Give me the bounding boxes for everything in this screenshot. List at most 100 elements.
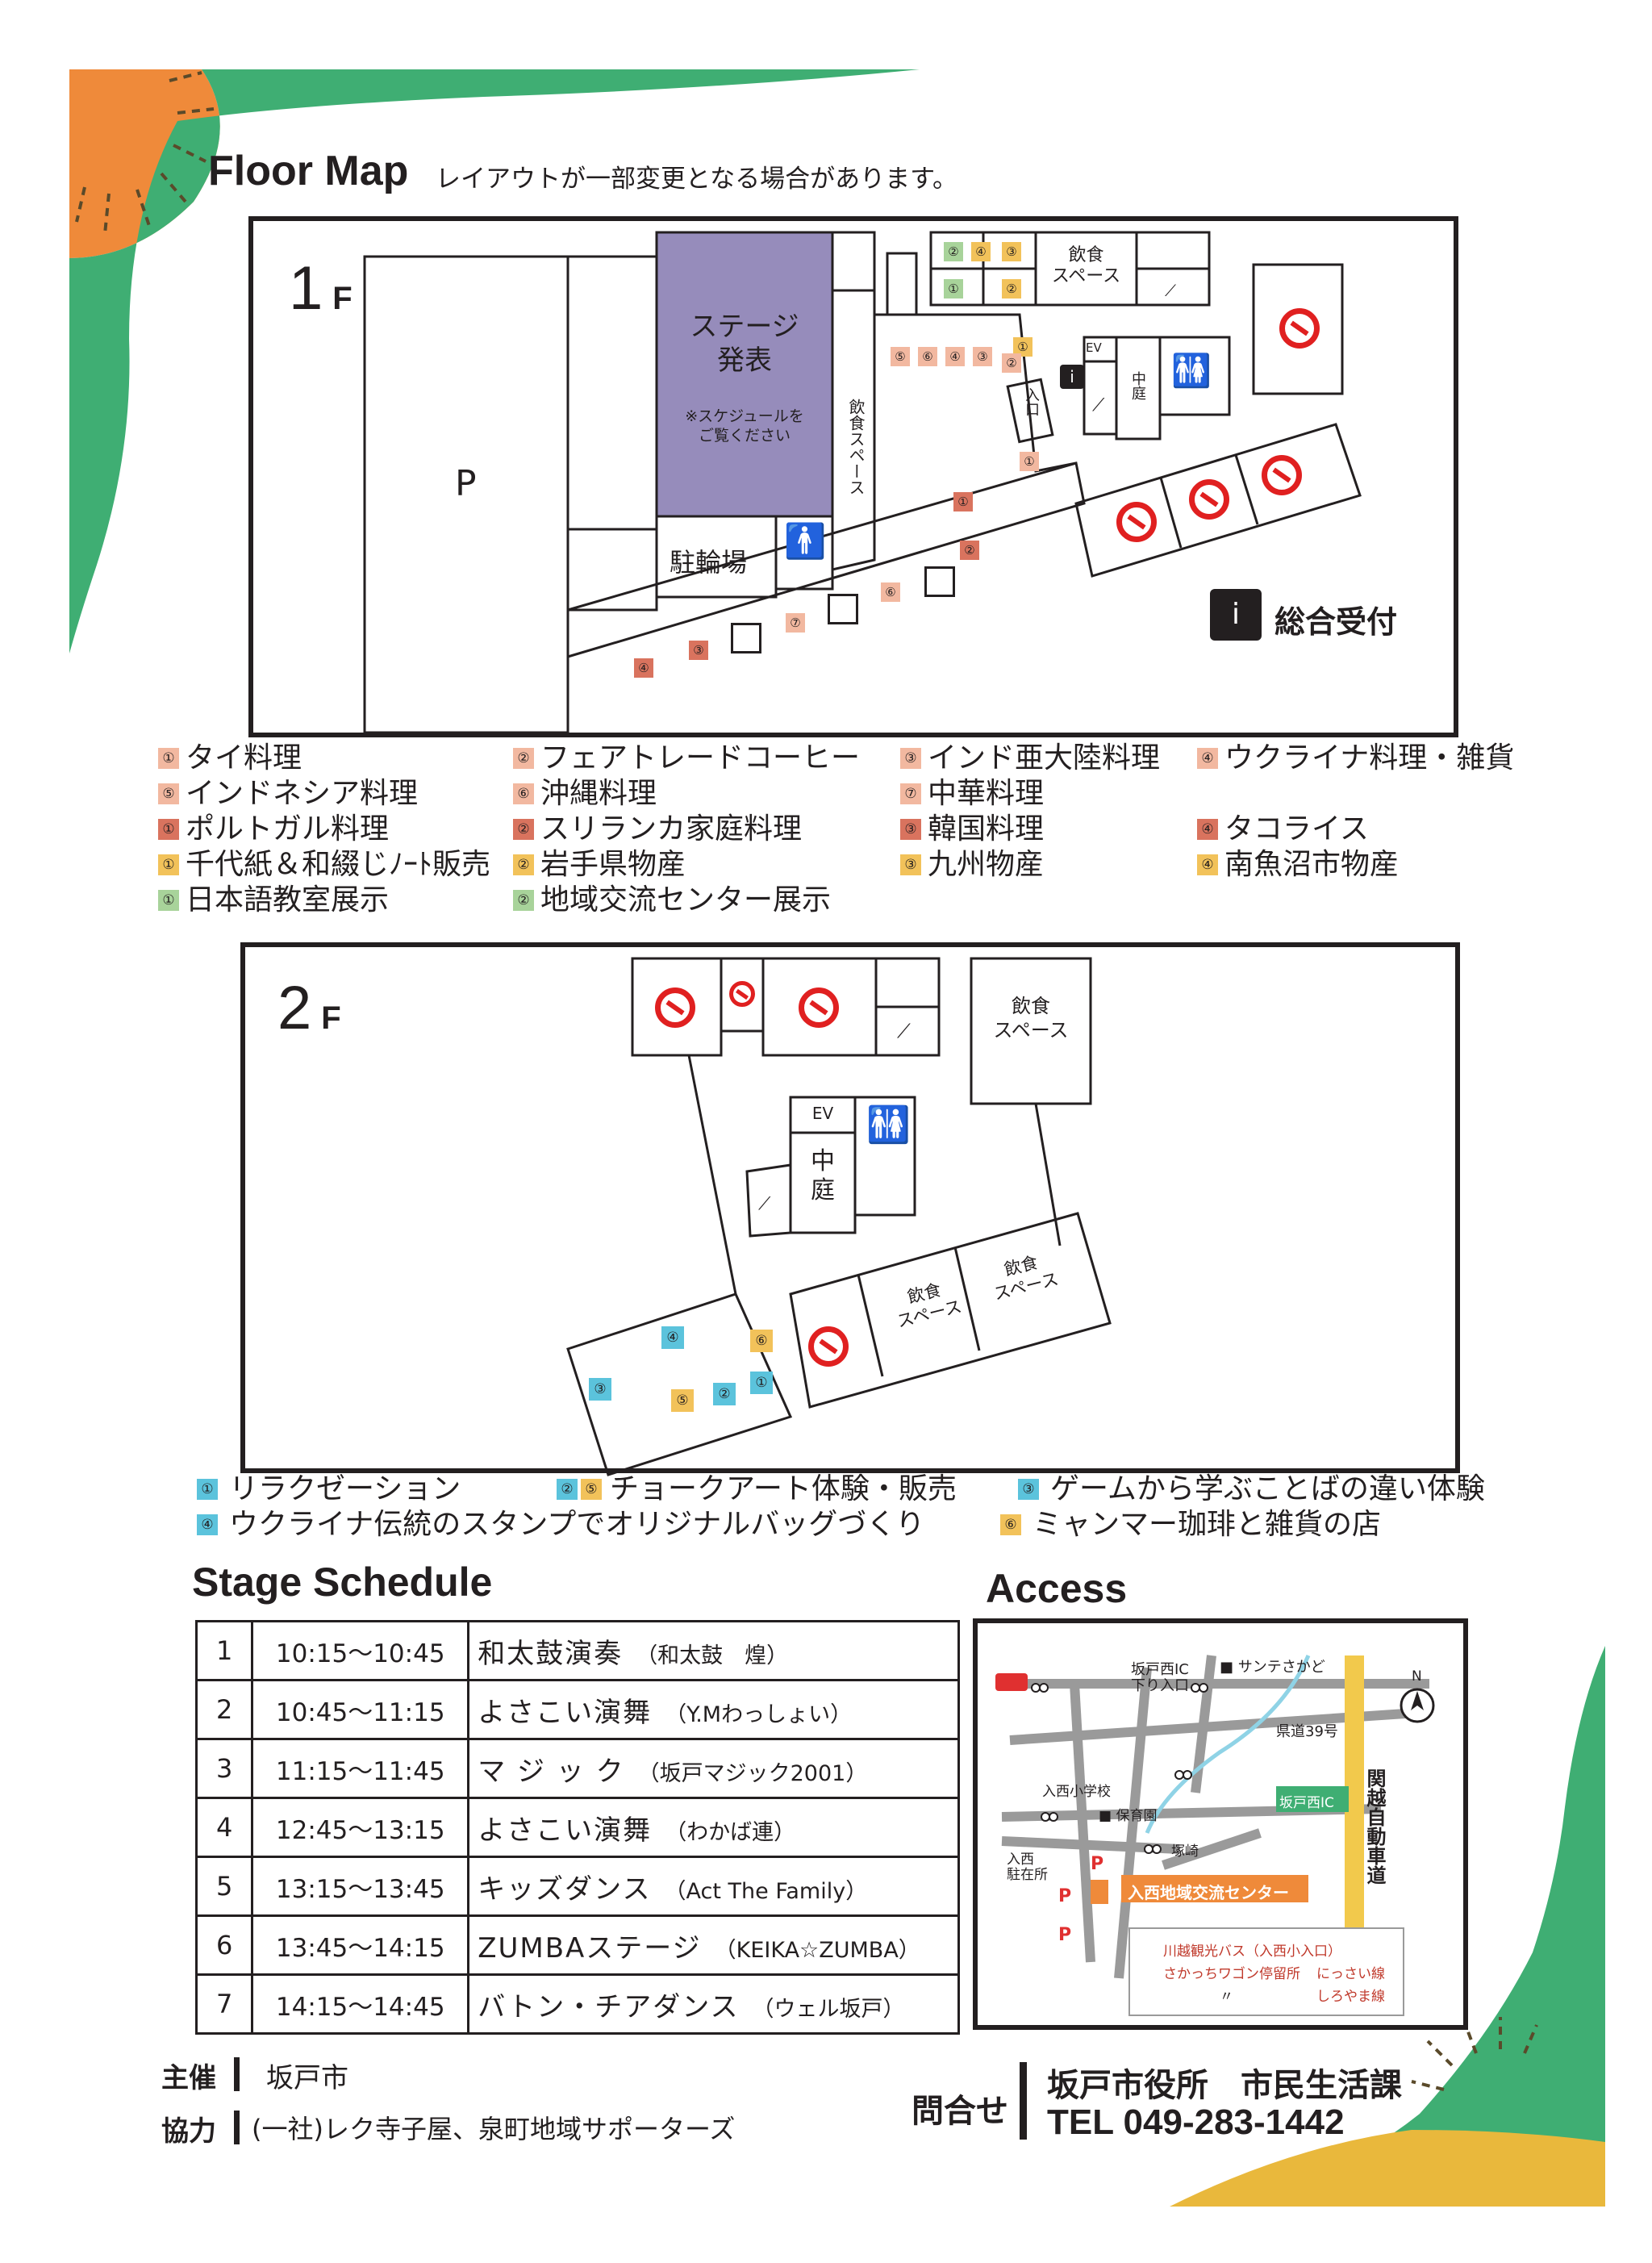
performance-title: マ ジ ッ ク — [478, 1755, 625, 1788]
contact-divider — [1020, 2062, 1027, 2140]
legend-label: スリランカ家庭料理 — [540, 812, 803, 845]
center-label: 入西地域交流センター — [1128, 1883, 1289, 1902]
stage-area — [655, 231, 834, 518]
no-entry-icon — [1189, 479, 1229, 520]
dining-space-top — [970, 957, 1092, 1105]
legend-badge: ③ — [900, 748, 921, 769]
booth-marker: ④ — [661, 1326, 684, 1349]
legend-label: 九州物産 — [928, 848, 1045, 881]
bike-parking-label: 駐輪場 — [670, 547, 748, 578]
performance-group: （和太鼓 煌） — [636, 1643, 789, 1668]
booth-marker: ③ — [973, 347, 992, 366]
no-entry-icon — [1279, 308, 1320, 349]
corridor-outline — [874, 313, 1077, 473]
legend-badge: ③ — [900, 819, 921, 840]
schedule-time: 10:15〜10:45 — [251, 1620, 470, 1681]
stairs-icon: ⟋ — [1092, 395, 1105, 415]
performance-title: ZUMBAステージ — [478, 1931, 702, 1964]
cooperation-divider — [234, 2111, 240, 2144]
legend-label: リラクゼーション — [229, 1472, 461, 1505]
legend-item: ③ 韓国料理 — [900, 812, 1044, 847]
legend-label: 沖縄料理 — [540, 777, 657, 810]
booth-marker: ⑥ — [918, 347, 937, 366]
legend-label: 千代紙＆和綴じﾉｰﾄ販売 — [186, 848, 491, 881]
building-block — [566, 255, 658, 531]
booth-marker: ① — [1020, 452, 1039, 471]
legend-label: ミャンマー珈琲と雑貨の店 — [1032, 1508, 1382, 1541]
empty-booth — [828, 594, 858, 624]
schedule-number: 1 — [194, 1620, 254, 1681]
tsukazaki-label: 塚崎 — [1171, 1843, 1199, 1860]
entrance-label: 入口 — [1023, 387, 1040, 416]
schedule-time: 13:15〜13:45 — [251, 1856, 470, 1917]
legend-label: チョークアート体験・販売 — [610, 1472, 957, 1505]
parking-marker: P — [1058, 1925, 1072, 1945]
performance-title: よさこい演舞 — [478, 1696, 653, 1729]
info-desk-icon: i — [1210, 589, 1262, 641]
performance-group: （Act The Family） — [664, 1878, 868, 1904]
floor-number: 1 — [289, 254, 323, 323]
no-entry-icon — [1116, 502, 1157, 542]
legend-label: 韓国料理 — [928, 812, 1045, 845]
building-block — [886, 252, 918, 316]
cooperation-value: (一社)レク寺子屋、泉町地域サポーターズ — [252, 2114, 736, 2144]
legend-label: 中華料理 — [928, 777, 1045, 810]
sun-rays-bottom-decoration — [1411, 2017, 1538, 2091]
schedule-time: 12:45〜13:15 — [251, 1797, 470, 1858]
legend-label: 岩手県物産 — [540, 848, 686, 881]
booth-marker: ⑥ — [750, 1330, 773, 1352]
north-label: N — [1412, 1668, 1422, 1685]
ic-label: 坂戸西IC — [1279, 1795, 1334, 1811]
legend-shiroyama-label: しろやま線 — [1316, 1989, 1385, 2005]
no-entry-icon — [1262, 455, 1302, 495]
green-blob-bottom-decoration — [1226, 1646, 1605, 2207]
legend-badge: ② — [513, 890, 534, 911]
organizer-divider — [234, 2057, 240, 2091]
schedule-time: 10:45〜11:15 — [251, 1679, 470, 1740]
performance-group: （Y.Mわっしょい） — [665, 1701, 853, 1727]
contact-org: 坂戸市役所 市民生活課 — [1047, 2068, 1402, 2103]
legend-label: ゲームから学ぶことばの違い体験 — [1050, 1472, 1485, 1505]
legend-badge: ② — [513, 748, 534, 769]
bus-icon — [995, 1673, 1028, 1691]
legend-badge: ④ — [1197, 819, 1218, 840]
stage-note: ※スケジュールを ご覧ください — [685, 407, 804, 445]
sun-rays-decoration — [75, 71, 215, 235]
legend-badge: ① — [158, 748, 179, 769]
booth-marker: ② — [944, 242, 963, 261]
legend-badge: ① — [158, 819, 179, 840]
legend-badge: ④ — [197, 1514, 218, 1535]
legend-badge: ① — [197, 1479, 218, 1500]
info-marker: i — [1060, 365, 1084, 389]
sunte-label: ■ サンテさかど — [1220, 1659, 1325, 1676]
schedule-number: 6 — [194, 1914, 254, 1976]
booth-marker: ② — [713, 1383, 736, 1405]
schedule-number: 3 — [194, 1738, 254, 1799]
booth-marker: ⑤ — [671, 1389, 694, 1412]
corridor-outline — [687, 1054, 737, 1295]
ev-label: EV — [811, 1104, 834, 1123]
organizer-value: 坂戸市 — [266, 2062, 348, 2094]
stairs-box — [745, 1163, 792, 1238]
stairs-icon: ⟋ — [1165, 281, 1176, 300]
schedule-performance: バトン・チアダンス（ウェル坂戸） — [467, 1973, 960, 2035]
entrance-box — [1006, 378, 1054, 444]
schedule-number: 4 — [194, 1797, 254, 1858]
floor-suffix: F — [321, 1000, 341, 1036]
booth-marker: ⑤ — [891, 347, 910, 366]
floor-map-title: Floor Map — [208, 148, 409, 194]
